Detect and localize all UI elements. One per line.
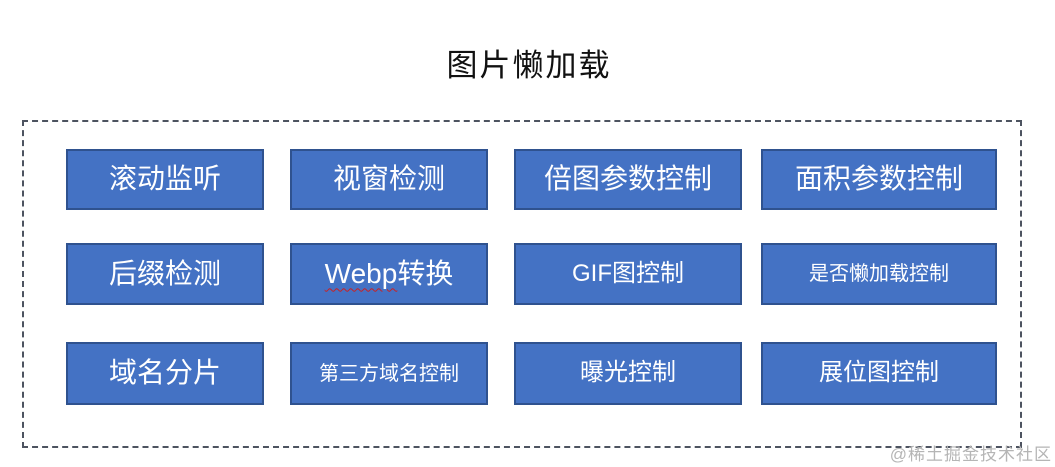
node-label: 展位图控制 <box>819 359 939 387</box>
node-label: GIF图控制 <box>572 259 684 287</box>
node-multiplier-param-control: 倍图参数控制 <box>514 149 742 210</box>
node-label-spellcheck-part: Webp <box>324 257 398 289</box>
node-domain-sharding: 域名分片 <box>66 342 264 405</box>
node-label: 是否懒加载控制 <box>809 263 949 285</box>
node-gif-control: GIF图控制 <box>514 243 742 305</box>
diagram-title: 图片懒加载 <box>446 48 612 83</box>
node-placeholder-image-control: 展位图控制 <box>761 342 997 405</box>
node-exposure-control: 曝光控制 <box>514 342 742 405</box>
watermark: @稀土掘金技术社区 <box>889 445 1052 464</box>
node-area-param-control: 面积参数控制 <box>761 149 997 210</box>
node-label: 曝光控制 <box>580 359 676 387</box>
node-suffix-detection: 后缀检测 <box>66 243 264 305</box>
node-third-party-domain-control: 第三方域名控制 <box>290 342 488 405</box>
node-label: 第三方域名控制 <box>319 362 459 385</box>
node-label: 后缀检测 <box>108 257 221 289</box>
node-label: 倍图参数控制 <box>543 163 712 195</box>
node-label: 转换 <box>397 257 454 289</box>
node-label: 面积参数控制 <box>794 163 963 195</box>
node-scroll-listener: 滚动监听 <box>66 149 264 210</box>
node-lazyload-toggle-control: 是否懒加载控制 <box>761 243 997 305</box>
node-label: 视窗检测 <box>332 163 445 195</box>
node-label: 滚动监听 <box>108 163 221 195</box>
node-viewport-detection: 视窗检测 <box>290 149 488 210</box>
node-label: 域名分片 <box>108 357 221 389</box>
